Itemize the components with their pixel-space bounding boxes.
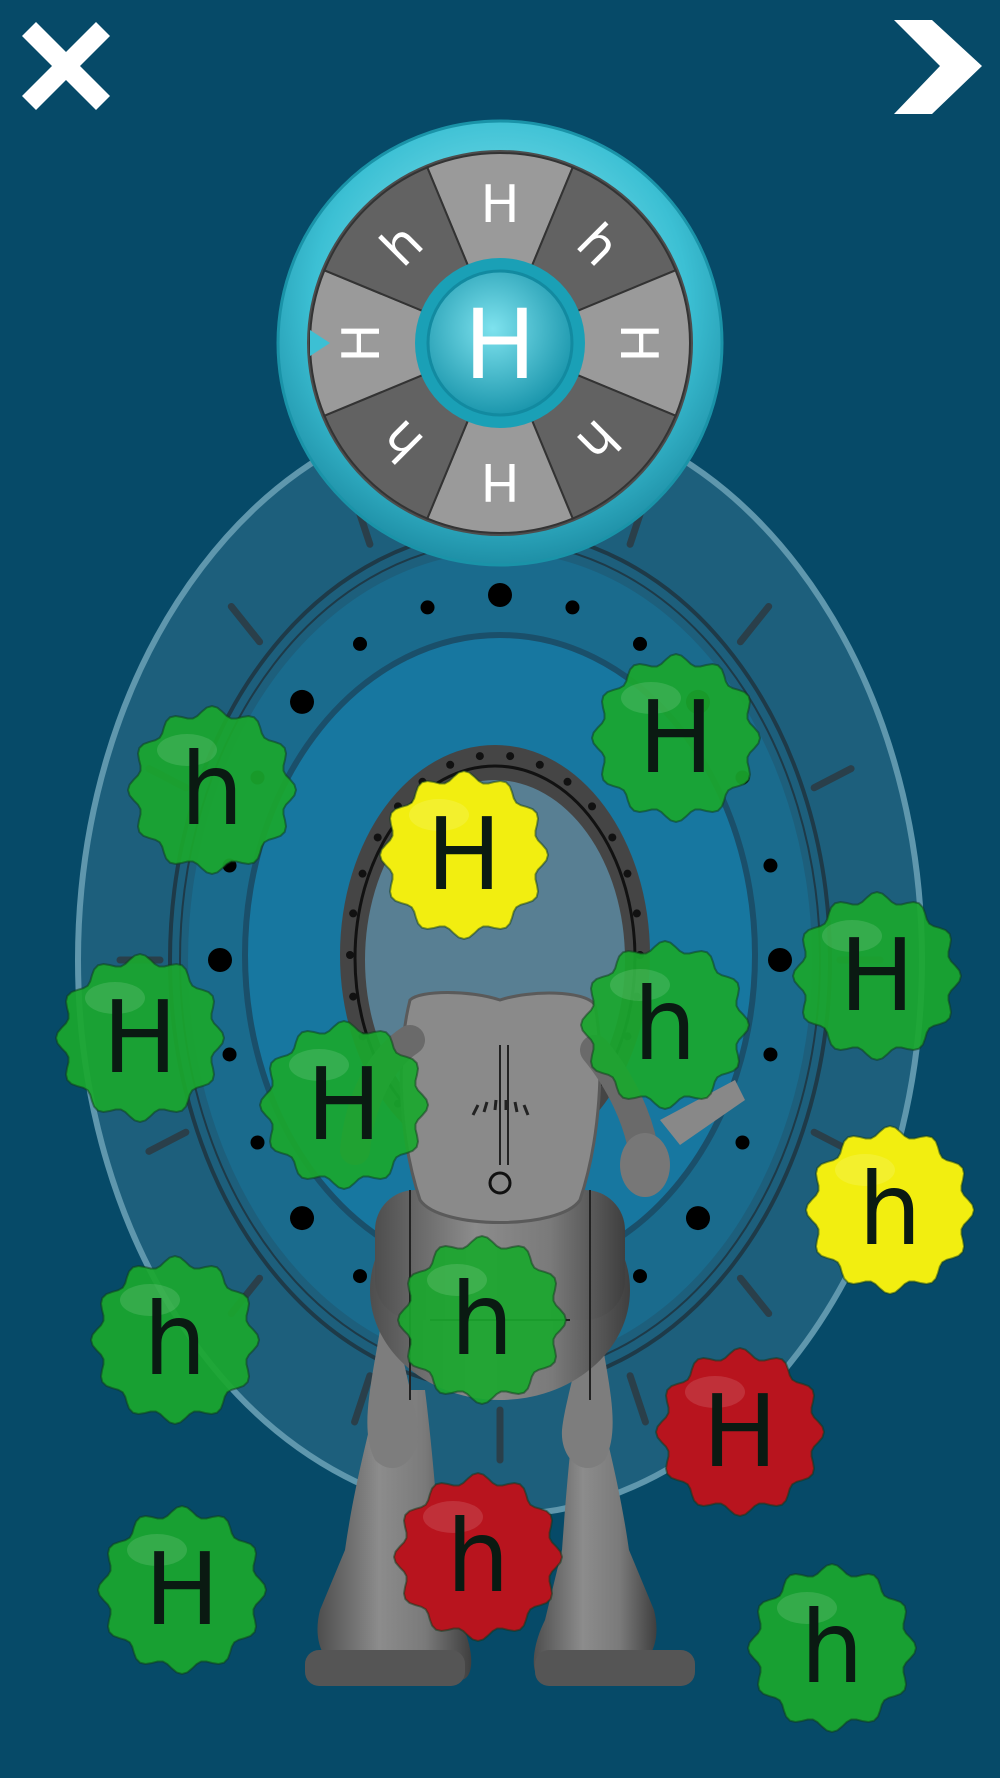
ring-dot [358, 869, 367, 878]
gear-letter: h [446, 1498, 509, 1615]
decor-dot [565, 600, 580, 615]
decor-dot [685, 1206, 710, 1231]
decor-dot [290, 689, 315, 714]
decor-dot [488, 583, 512, 607]
tick-mark [351, 1372, 374, 1426]
ring-dot [475, 752, 484, 761]
tick-mark [736, 602, 773, 646]
ring-dot [446, 760, 455, 769]
gear-letter: h [858, 1151, 921, 1268]
letter-gear[interactable]: H [590, 652, 762, 824]
letter-gear[interactable]: h [746, 1562, 918, 1734]
letter-gear[interactable]: h [392, 1471, 564, 1643]
wheel-segment-letter: H [332, 323, 392, 362]
decor-dot [222, 1047, 237, 1062]
gear-letter: H [102, 979, 177, 1096]
decor-dot [250, 1135, 265, 1150]
letter-gear[interactable]: H [96, 1504, 268, 1676]
wheel-segment-letter: H [480, 451, 519, 511]
ring-dot [535, 760, 544, 769]
decor-dot [763, 1047, 778, 1062]
ring-dot [349, 992, 358, 1001]
decor-dot [208, 948, 232, 972]
wheel-center-letter: H [464, 289, 536, 401]
gear-letter: h [450, 1261, 513, 1378]
letter-gear[interactable]: H [258, 1019, 430, 1191]
tick-mark [227, 602, 264, 646]
letter-gear[interactable]: H [54, 952, 226, 1124]
decor-dot [735, 1135, 750, 1150]
wheel-segment[interactable]: H [425, 340, 575, 534]
gear-letter: h [633, 966, 696, 1083]
letter-gear[interactable]: h [89, 1254, 261, 1426]
gear-letter: H [144, 1531, 219, 1648]
ring-dot [346, 951, 354, 959]
tick-mark [626, 1372, 649, 1426]
gear-letter: H [839, 917, 914, 1034]
letter-gear[interactable]: H [791, 890, 963, 1062]
decor-dot [768, 948, 792, 972]
decor-dot [420, 600, 435, 615]
letter-gear[interactable]: h [396, 1234, 568, 1406]
ring-dot [623, 869, 632, 878]
tick-mark [145, 1128, 190, 1155]
ring-dot [608, 833, 617, 842]
decor-dot [763, 858, 778, 873]
wheel-segment-letter: H [480, 175, 519, 235]
letter-gear[interactable]: H [378, 769, 550, 941]
letter-gear[interactable]: h [804, 1124, 976, 1296]
wheel-segment[interactable]: H [425, 152, 575, 346]
tick-mark [736, 1274, 773, 1318]
decor-dot [353, 636, 367, 651]
ring-dot [506, 752, 515, 761]
letter-gear[interactable]: H [654, 1346, 826, 1518]
next-button[interactable] [882, 14, 986, 118]
ring-dot [588, 802, 597, 811]
gear-letter: H [638, 679, 713, 796]
gear-letter: H [702, 1373, 777, 1490]
ring-dot [563, 777, 572, 786]
wheel-segment-letter: H [608, 323, 668, 362]
close-icon [22, 22, 110, 110]
close-button[interactable] [14, 14, 118, 118]
gear-letter: H [426, 796, 501, 913]
decor-dot [353, 1269, 367, 1284]
decor-dot [633, 636, 647, 651]
letter-gear[interactable]: h [579, 939, 751, 1111]
ring-dot [632, 909, 641, 918]
letter-gear[interactable]: h [126, 704, 298, 876]
gear-letter: h [143, 1281, 206, 1398]
chevron-right-icon [894, 20, 982, 114]
gear-letter: H [306, 1046, 381, 1163]
ring-dot [373, 833, 382, 842]
decor-dot [633, 1269, 647, 1284]
gear-letter: h [800, 1589, 863, 1706]
gear-letter: h [180, 731, 243, 848]
ring-dot [349, 909, 358, 918]
tick-mark [810, 765, 855, 792]
decor-dot [290, 1206, 315, 1231]
wheel-segment[interactable]: H [497, 268, 691, 418]
